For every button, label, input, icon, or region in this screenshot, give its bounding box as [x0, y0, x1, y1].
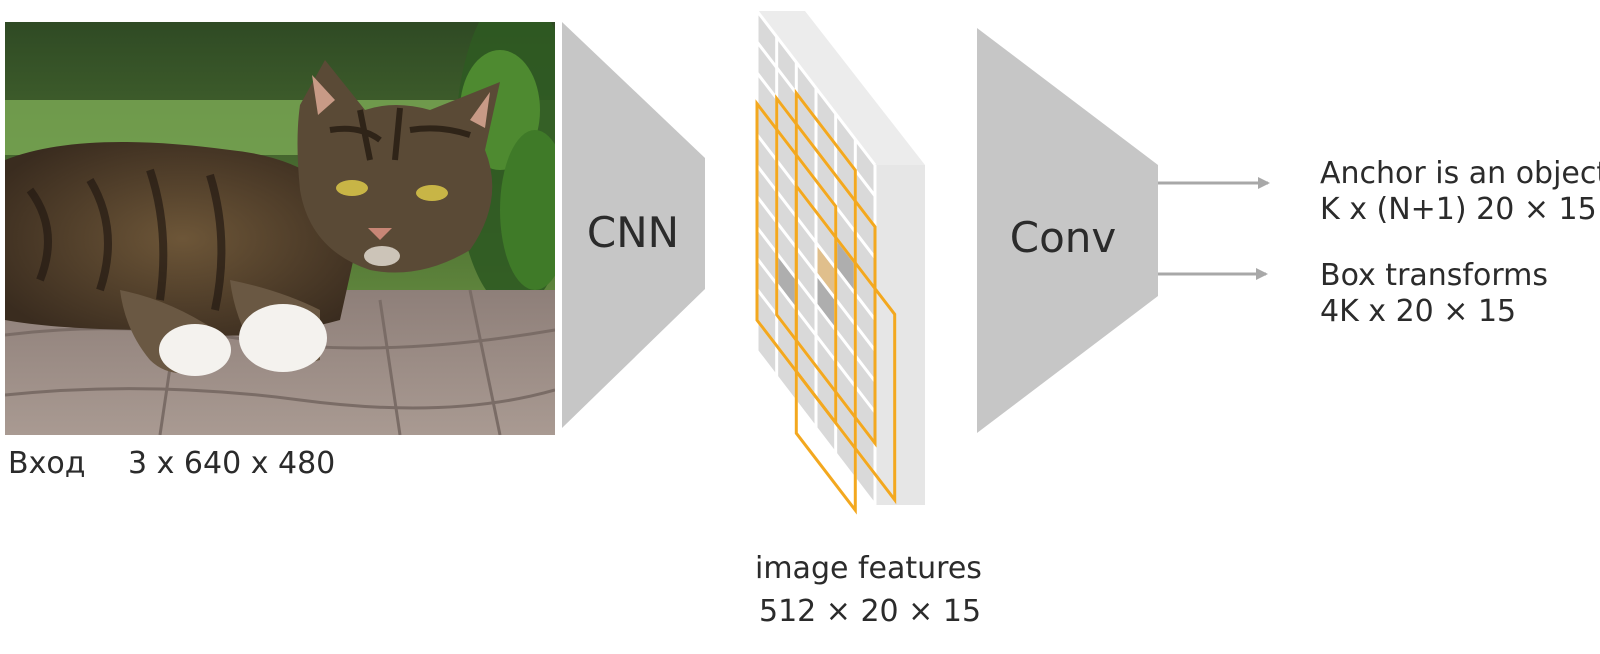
features-label: image features: [755, 551, 982, 586]
input-image: [5, 22, 555, 435]
conv-block: [977, 28, 1158, 433]
input-dims: 3 x 640 x 480: [128, 446, 336, 481]
dark-cell: [816, 273, 836, 330]
grid-line: [755, 10, 877, 166]
features-dims: 512 × 20 × 15: [759, 594, 982, 629]
dark-cell: [835, 237, 856, 294]
feature-map: [755, 10, 925, 515]
box-transforms-dims: 4K x 20 × 15: [1320, 294, 1517, 329]
cnn-block: [562, 22, 705, 428]
objectness-label: Anchor is an object?: [1320, 156, 1600, 191]
dark-cell: [776, 253, 797, 310]
slab-top-face: [757, 11, 925, 165]
center-cell: [816, 242, 836, 300]
anchor-box: [775, 94, 877, 448]
anchor-boxes: [755, 88, 897, 515]
conv-label: Conv: [1010, 213, 1117, 262]
slab-side-face: [875, 165, 925, 505]
anchor-box: [794, 181, 897, 505]
input-label: Вход: [8, 446, 86, 481]
box-transforms-label: Box transforms: [1320, 258, 1549, 293]
objectness-dims: K x (N+1) 20 × 15: [1320, 192, 1597, 227]
cnn-label: CNN: [587, 208, 679, 257]
